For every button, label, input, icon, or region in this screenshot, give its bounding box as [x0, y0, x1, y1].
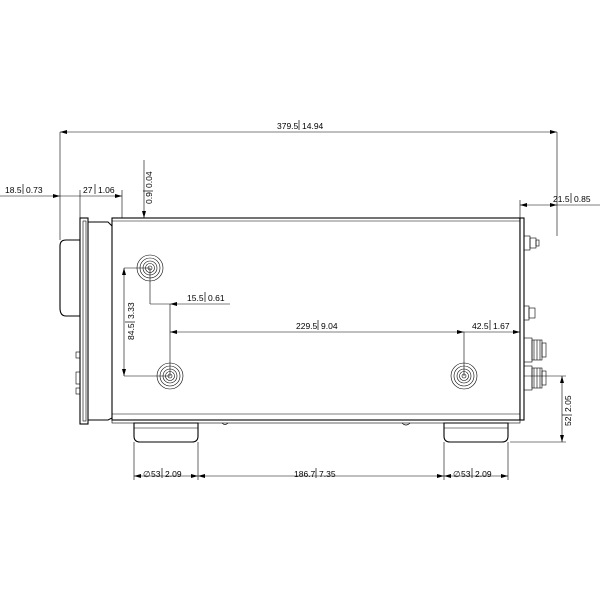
bottom-bump-1 [221, 422, 229, 425]
dim-front-left-offset: 18.5 0.73 [5, 184, 43, 195]
svg-text:∅: ∅ [453, 469, 461, 479]
svg-text:2.05: 2.05 [563, 395, 573, 412]
dim-screw-offset-x: 15.5 0.61 [187, 292, 225, 303]
rear-connector-middle [523, 305, 536, 321]
dim-front-panel-depth: 27 1.06 [83, 184, 115, 195]
svg-text:0.85: 0.85 [574, 194, 591, 204]
bottom-bump-2 [401, 422, 411, 426]
svg-text:1.67: 1.67 [493, 321, 510, 331]
front-panel [79, 217, 89, 425]
device-side-view [59, 217, 547, 443]
dim-screw-spacing-x: 229.5 9.04 [296, 320, 338, 331]
dim-rear-screw-offset: 42.5 1.67 [472, 320, 510, 331]
dimension-lines [0, 130, 600, 480]
svg-text:∅: ∅ [143, 469, 151, 479]
svg-text:14.94: 14.94 [302, 121, 324, 131]
speaker-terminal-lower [523, 365, 547, 391]
svg-text:21.5: 21.5 [553, 194, 570, 204]
svg-text:0.04: 0.04 [144, 171, 154, 188]
svg-text:229.5: 229.5 [296, 321, 318, 331]
foot-right [443, 422, 509, 443]
svg-text:84.5: 84.5 [126, 323, 136, 340]
dimension-labels: 379.5 14.94 18.5 0.73 27 1.06 0.9 0.04 2… [5, 120, 591, 479]
front-jack-1 [75, 351, 81, 359]
front-jack-2 [75, 371, 81, 385]
svg-text:3.33: 3.33 [126, 302, 136, 319]
svg-text:18.5: 18.5 [5, 185, 22, 195]
svg-text:379.5: 379.5 [277, 121, 299, 131]
svg-text:0.61: 0.61 [208, 293, 225, 303]
svg-text:7.35: 7.35 [319, 469, 336, 479]
foot-left [133, 422, 199, 443]
svg-text:42.5: 42.5 [472, 321, 489, 331]
front-knob [59, 239, 81, 317]
front-panel-inner [82, 220, 87, 422]
chassis [111, 217, 521, 421]
svg-text:2.09: 2.09 [165, 469, 182, 479]
front-bezel [88, 221, 113, 421]
svg-text:0.73: 0.73 [26, 185, 43, 195]
svg-text:52: 52 [563, 416, 573, 426]
svg-text:1.06: 1.06 [98, 185, 115, 195]
speaker-terminal-upper [523, 337, 547, 363]
dim-foot-height: 52 2.05 [562, 395, 573, 426]
svg-text:0.9: 0.9 [144, 192, 154, 204]
svg-text:53: 53 [461, 469, 471, 479]
dim-top-lip: 0.9 0.04 [143, 171, 154, 204]
svg-text:53: 53 [151, 469, 161, 479]
bottom-rail [111, 419, 521, 424]
svg-text:2.09: 2.09 [475, 469, 492, 479]
dim-overall-width: 379.5 14.94 [277, 120, 324, 131]
dim-foot-spacing: 186.7 7.35 [294, 468, 336, 479]
front-jack-3 [75, 387, 81, 395]
svg-text:186.7: 186.7 [294, 469, 316, 479]
svg-text:9.04: 9.04 [321, 321, 338, 331]
rear-connector-upper [523, 235, 540, 251]
dim-foot-left-diameter: ∅ 53 2.09 [143, 468, 182, 479]
dim-foot-right-diameter: ∅ 53 2.09 [453, 468, 492, 479]
svg-text:15.5: 15.5 [187, 293, 204, 303]
dim-screw-spacing-y: 84.5 3.33 [125, 302, 136, 340]
rear-panel [519, 217, 525, 421]
svg-text:27: 27 [83, 185, 93, 195]
dim-rear-protrusion: 21.5 0.85 [553, 193, 591, 204]
